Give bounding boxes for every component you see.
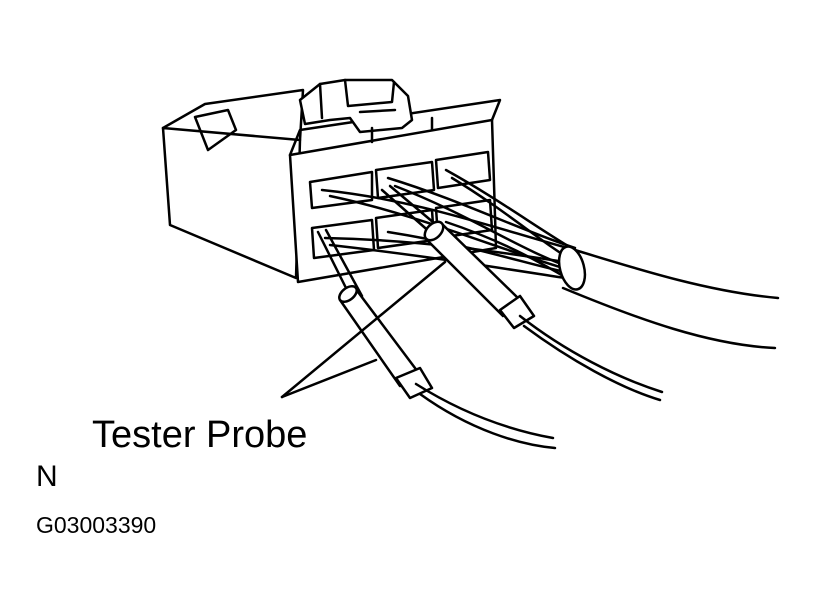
callout-leaders (280, 260, 447, 399)
tester-probe-middle (380, 184, 664, 402)
figure-id: G03003390 (36, 512, 157, 538)
tester-probe-label: Tester Probe (92, 414, 308, 456)
tester-probe-left (316, 228, 557, 450)
code-letter: N (36, 460, 58, 493)
